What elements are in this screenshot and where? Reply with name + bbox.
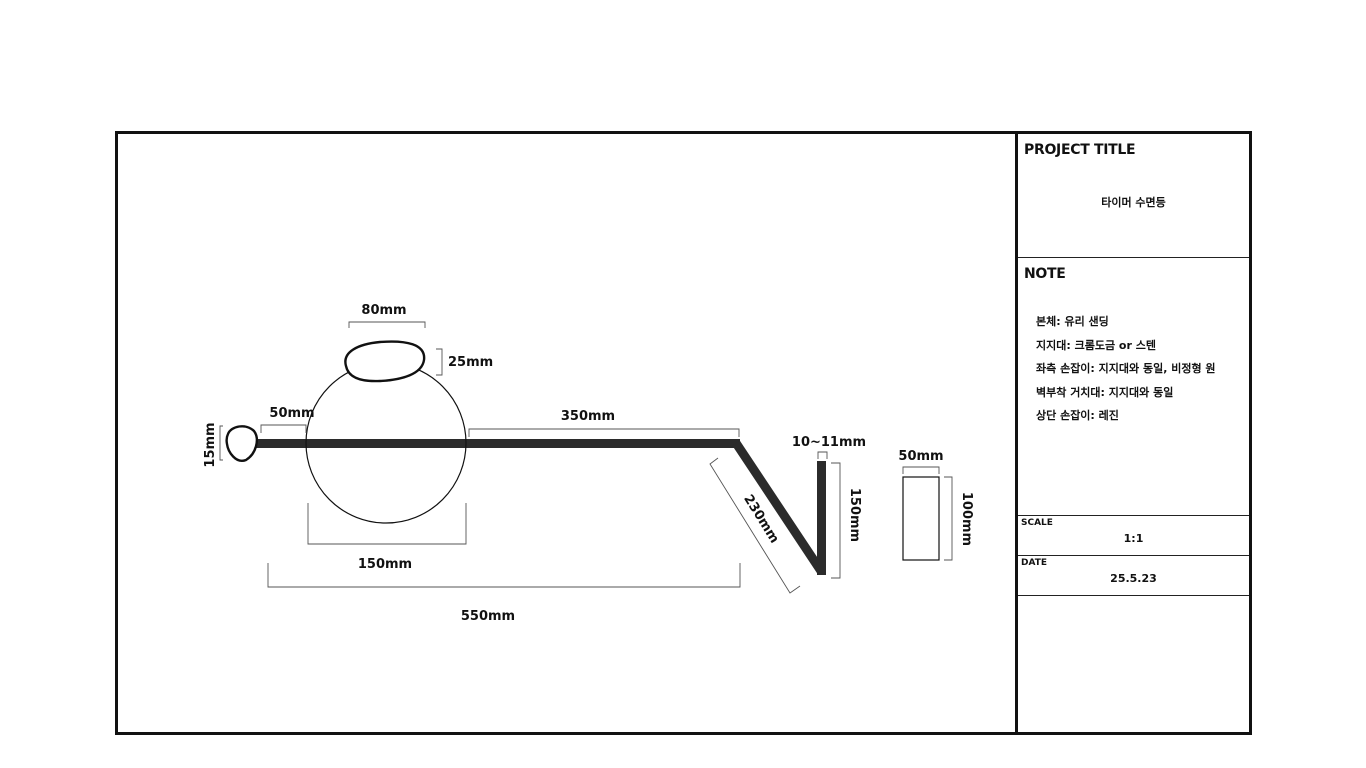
- main-rod: [256, 439, 740, 448]
- dim-total-length: 550mm: [461, 609, 515, 624]
- date-cell: DATE 25.5.23: [1018, 556, 1249, 596]
- left-handle: [225, 425, 258, 462]
- wall-mount: [902, 476, 940, 561]
- note-item: 본체: 유리 샌딩: [1036, 315, 1109, 328]
- project-title-cell: PROJECT TITLE 타이머 수면등: [1018, 134, 1249, 258]
- note-item: 상단 손잡이: 레진: [1036, 409, 1119, 422]
- note-item: 지지대: 크롬도금 or 스텐: [1036, 338, 1156, 352]
- dim-mount-height: 100mm: [959, 492, 974, 546]
- drawing-sheet: 80mm 25mm 50mm 15mm 350mm 150mm 550mm 23…: [115, 131, 1252, 735]
- dim-left-handle-height: 15mm: [203, 422, 218, 467]
- dim-top-handle-width: 80mm: [361, 303, 406, 318]
- note-label: NOTE: [1024, 266, 1066, 282]
- note-item: 벽부착 거치대: 지지대와 동일: [1036, 385, 1174, 399]
- top-handle: [344, 340, 426, 383]
- note-item: 좌측 손잡이: 지지대와 동일, 비정형 원: [1036, 362, 1216, 375]
- technical-drawing: 80mm 25mm 50mm 15mm 350mm 150mm 550mm 23…: [203, 303, 974, 624]
- dimension-lines: [219, 321, 953, 594]
- dim-rod-thickness: 10~11mm: [792, 435, 866, 450]
- date-value: 25.5.23: [1110, 572, 1157, 585]
- scale-value: 1:1: [1123, 532, 1144, 545]
- project-title: 타이머 수면등: [1101, 196, 1166, 209]
- vertical-rod: [817, 461, 826, 575]
- dim-globe-diameter: 150mm: [358, 557, 412, 572]
- title-block: PROJECT TITLE 타이머 수면등 NOTE 본체: 유리 샌딩 지지대…: [1015, 134, 1249, 732]
- dim-left-handle-offset: 50mm: [269, 406, 314, 421]
- dim-mount-width: 50mm: [898, 449, 943, 464]
- dim-top-handle-height: 25mm: [448, 355, 493, 370]
- project-title-label: PROJECT TITLE: [1024, 142, 1136, 158]
- diagonal-arm: [732, 440, 825, 574]
- note-list: 본체: 유리 샌딩 지지대: 크롬도금 or 스텐 좌측 손잡이: 지지대와 동…: [1036, 314, 1216, 432]
- note-cell: NOTE 본체: 유리 샌딩 지지대: 크롬도금 or 스텐 좌측 손잡이: 지…: [1018, 258, 1249, 516]
- dim-arm-length: 350mm: [561, 409, 615, 424]
- scale-cell: SCALE 1:1: [1018, 516, 1249, 556]
- date-label: DATE: [1021, 558, 1048, 568]
- dim-vertical-rod: 150mm: [847, 488, 862, 542]
- scale-label: SCALE: [1021, 518, 1053, 528]
